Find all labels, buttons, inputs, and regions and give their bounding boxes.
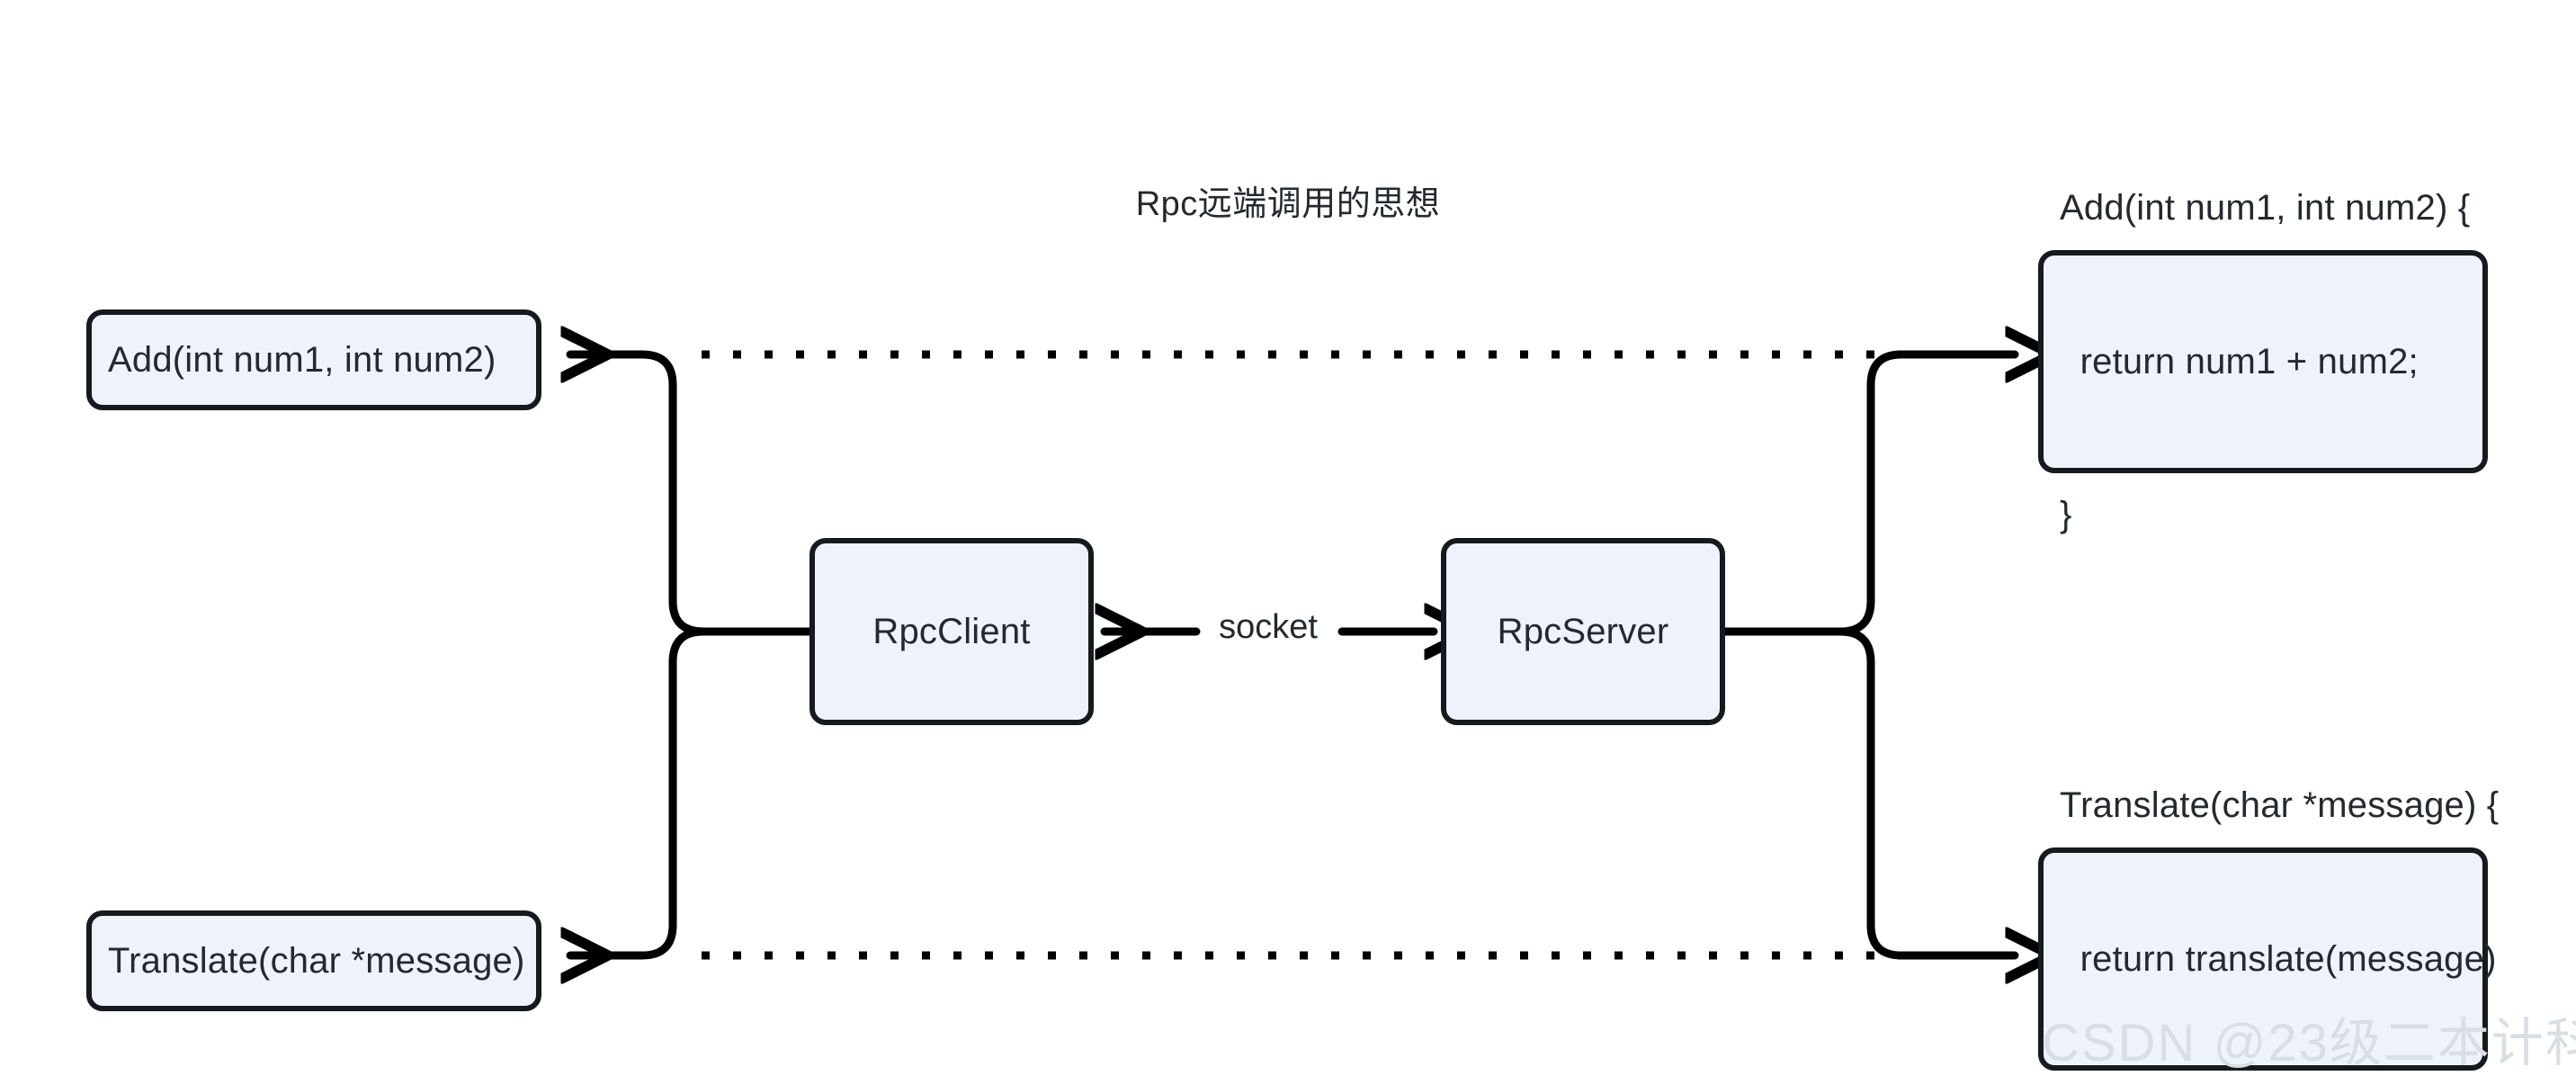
node-translate-declaration[interactable]: Translate(char *message) (86, 910, 541, 1011)
node-add-declaration-label: Add(int num1, int num2) (108, 339, 496, 380)
right-branch-bottom (1836, 627, 2015, 955)
node-rpc-server-label: RpcServer (1497, 611, 1669, 651)
node-add-declaration[interactable]: Add(int num1, int num2) (86, 309, 541, 410)
left-branch-top (570, 354, 708, 636)
node-rpc-client-label: RpcClient (872, 611, 1031, 651)
diagram-title: Rpc远端调用的思想 (1135, 185, 1441, 223)
code-line-3: } (2060, 495, 2072, 534)
node-rpc-server[interactable]: RpcServer (1441, 538, 1725, 725)
code-line-1: Add(int num1, int num2) { (2060, 188, 2471, 229)
code-line-2: return translate(message) (2060, 938, 2497, 979)
code-line-1: Translate(char *message) { (2060, 785, 2500, 826)
node-translate-implementation[interactable]: Translate(char *message) { return transl… (2038, 785, 2499, 1071)
node-translate-implementation-body: Translate(char *message) { return transl… (2060, 678, 2499, 1076)
edge-label-socket: socket (1219, 608, 1318, 646)
node-rpc-client[interactable]: RpcClient (809, 538, 1094, 725)
right-branch-top (1836, 354, 2015, 636)
code-line-2: return num1 + num2; (2060, 341, 2419, 381)
node-add-implementation-body: Add(int num1, int num2) { return num1 + … (2060, 81, 2470, 643)
left-branch-bottom (570, 627, 708, 955)
node-translate-declaration-label: Translate(char *message) (108, 940, 525, 981)
node-add-implementation[interactable]: Add(int num1, int num2) { return num1 + … (2038, 188, 2488, 534)
